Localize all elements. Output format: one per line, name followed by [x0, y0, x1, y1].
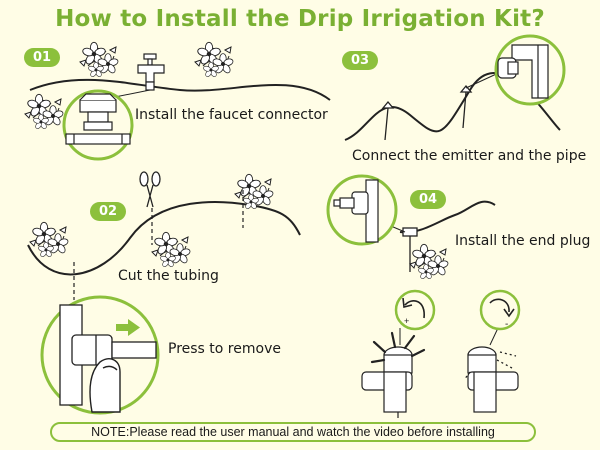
- flower-icon: [195, 42, 234, 77]
- flower-icon: [80, 42, 119, 77]
- step-01-illustration: [25, 42, 330, 159]
- flower-icon: [152, 232, 191, 267]
- step-03-badge: 03: [342, 51, 378, 70]
- end-plug-detail: [328, 176, 396, 244]
- note-banner: NOTE:Please read the user manual and wat…: [50, 422, 536, 442]
- emitter-icon: [383, 86, 471, 140]
- step-04-badge: 04: [410, 190, 446, 209]
- press-to-remove-illustration: [42, 297, 158, 413]
- press-to-remove-caption: Press to remove: [168, 341, 281, 357]
- scissors-icon: [140, 172, 160, 207]
- svg-text:+: +: [404, 316, 409, 326]
- step-01-badge: 01: [24, 48, 60, 67]
- step-02-badge: 02: [90, 202, 126, 221]
- step-04-caption: Install the end plug: [455, 233, 590, 249]
- flower-icon: [30, 222, 69, 257]
- svg-text:-: -: [505, 319, 508, 330]
- step-01-caption: Install the faucet connector: [135, 107, 328, 123]
- emitter-pipe-detail: [496, 36, 564, 104]
- flower-icon: [410, 244, 449, 279]
- step-02-caption: Cut the tubing: [118, 268, 219, 284]
- step-04-illustration: [328, 176, 495, 280]
- faucet-connector-detail: [64, 91, 132, 159]
- flower-icon: [25, 94, 64, 129]
- step-03-caption: Connect the emitter and the pipe: [352, 148, 586, 164]
- step-03-illustration: [345, 36, 564, 140]
- rotation-illustration: + -: [362, 291, 519, 418]
